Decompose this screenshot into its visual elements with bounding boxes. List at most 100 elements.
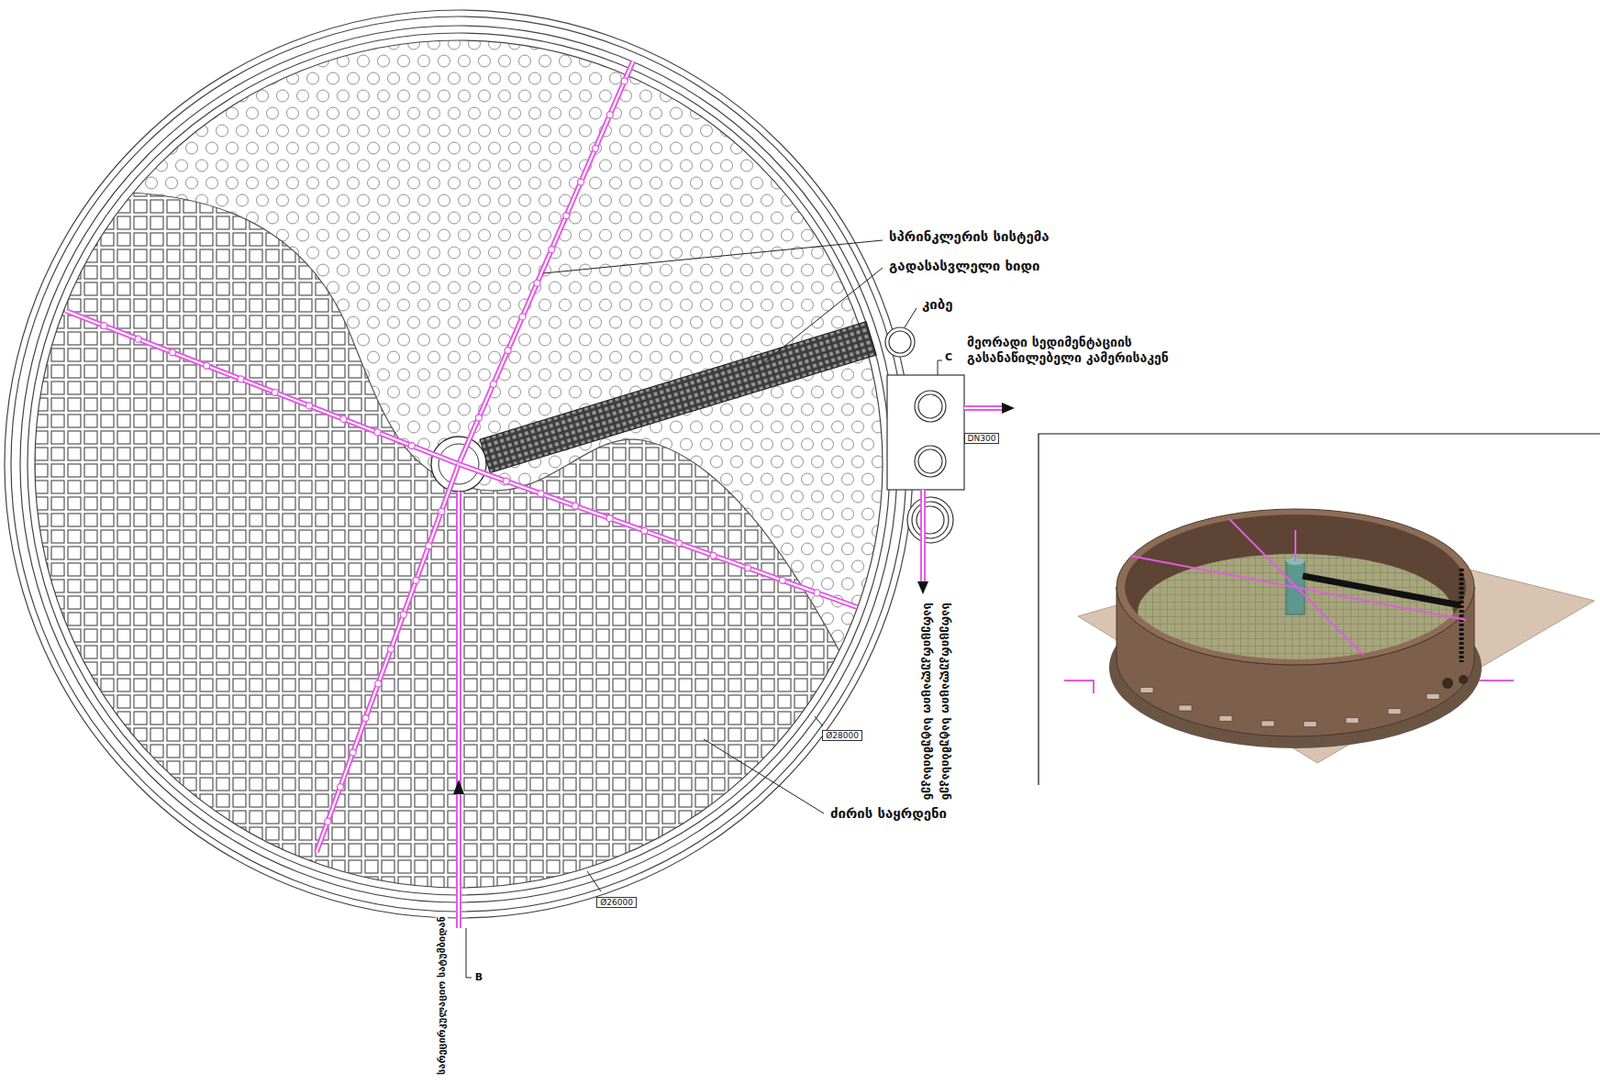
sprinkler-nozzle — [572, 502, 579, 510]
inset-frame — [1038, 433, 1600, 786]
sprinkler-nozzle — [362, 714, 369, 722]
section-marker: B — [473, 971, 485, 984]
bridge-deck — [479, 322, 877, 474]
flow-arrow — [453, 779, 465, 795]
outlet-pipe — [914, 445, 946, 478]
outlet-chamber — [887, 375, 965, 490]
sprinkler-nozzle — [502, 477, 510, 485]
sprinkler-nozzle — [374, 429, 381, 436]
section-marker — [937, 360, 943, 376]
flow-arrow — [1001, 402, 1015, 414]
sprinkler-nozzle — [591, 144, 599, 152]
sprinkler-nozzle — [271, 388, 278, 396]
sprinkler-nozzle — [813, 589, 821, 597]
wall-opening — [1219, 715, 1233, 722]
sprinkler-nozzle — [134, 335, 142, 343]
sprinkler-nozzle — [489, 380, 497, 388]
walkway-bridge — [1302, 576, 1461, 606]
filter-surface — [1137, 554, 1454, 672]
outlet-pipe-core — [922, 489, 924, 584]
sprinkler-arm-core — [458, 61, 634, 465]
pipe-layer — [922, 408, 1004, 584]
sprinkler-nozzle — [475, 414, 482, 422]
dimension-label: Ø28000 — [822, 730, 863, 743]
sprinkler-nozzle — [100, 322, 108, 330]
sprinkler-arm — [458, 464, 857, 608]
sprinkler-nozzle — [621, 77, 628, 85]
leader-line — [814, 716, 823, 727]
outlet-pipe — [914, 390, 946, 423]
flow-note: სარეცირკულაციო სატუმბიდან — [434, 914, 447, 1078]
sprinkler-arm — [316, 464, 459, 853]
outlet-pipe — [918, 449, 943, 474]
leader-line — [543, 240, 883, 274]
outlet-pipe — [1442, 677, 1454, 689]
pipe-layer — [66, 61, 857, 929]
recirculation-well — [911, 501, 949, 539]
sprinkler-arms — [1064, 519, 1514, 694]
sprinkler-nozzle — [606, 111, 613, 119]
sprinkler-arm-core — [458, 464, 857, 608]
wall-opening — [1261, 721, 1275, 727]
filter-bed — [0, 40, 1010, 1010]
recirculation-well — [907, 497, 954, 544]
sprinkler-nozzle — [537, 490, 545, 498]
wall-openings — [1140, 687, 1440, 727]
sprinkler-nozzle — [336, 784, 344, 791]
sprinkler-nozzle — [606, 515, 613, 523]
sprinkler-nozzle — [533, 279, 541, 287]
sprinkler-nozzle — [400, 611, 407, 619]
sprinkler-nozzle — [710, 552, 717, 559]
part-label: სპრინკლერის სისტემა — [887, 228, 1052, 245]
sprinkler-nozzle — [425, 543, 433, 550]
sprinkler-nozzle — [577, 178, 585, 186]
sprinkler-nozzle — [388, 645, 395, 653]
sprinkler-nozzle — [438, 508, 445, 515]
sprinkler-arm — [1229, 519, 1364, 656]
wall-opening — [1303, 722, 1317, 728]
wall-opening — [1345, 718, 1359, 724]
sprinkler-nozzle — [340, 415, 347, 423]
outlet-pipe — [918, 394, 943, 419]
sprinkler-nozzle — [412, 577, 420, 584]
ladder — [1459, 568, 1465, 663]
wall-opening — [1426, 693, 1440, 700]
flow-note: სარეცირკულაციო სატუმბისაკენ — [939, 600, 955, 802]
sprinkler-nozzle — [203, 362, 211, 369]
support-grid — [0, 191, 1010, 1010]
sprinkler-nozzle — [349, 749, 356, 756]
part-label: კიბე — [920, 296, 956, 313]
sprinkler-nozzle — [237, 376, 245, 383]
sprinkler-arm — [66, 311, 459, 465]
ladder-symbol — [885, 327, 915, 357]
sprinkler-arm-core — [66, 311, 459, 465]
flow-note: სარეცირკულაციო სატუმბისაკენ — [921, 600, 936, 802]
tank-3d-view — [1038, 433, 1600, 786]
sprinkler-nozzle — [548, 245, 556, 253]
ladder-symbol — [888, 331, 912, 354]
wall-opening — [1178, 705, 1192, 712]
inlet-pipe-core — [457, 491, 460, 929]
outlet-pipe — [964, 405, 1004, 412]
sprinkler-nozzle — [778, 577, 786, 584]
outlet-pipe-core — [964, 407, 1004, 410]
sprinkler-nozzle — [375, 680, 382, 688]
outlet-pipe — [1478, 679, 1514, 682]
sprinkler-nozzle — [519, 313, 526, 321]
outlet-pipe — [920, 489, 926, 584]
leader-lines — [466, 240, 943, 978]
sprinkler-nozzle — [504, 347, 512, 355]
sprinkler-nozzle — [168, 349, 176, 356]
dimension-label: DN300 — [964, 433, 1000, 445]
inlet-pipe — [455, 491, 462, 929]
leader-line — [587, 871, 601, 892]
tank-floor — [1137, 554, 1454, 672]
sprinkler-arm — [458, 61, 634, 465]
wall-opening — [1140, 687, 1154, 693]
sprinkler-nozzle — [563, 212, 570, 220]
wall-opening — [1388, 709, 1401, 715]
flow-note: მეორადი სედიმენტაციის გასანაწილებელი კამ… — [965, 334, 1180, 367]
